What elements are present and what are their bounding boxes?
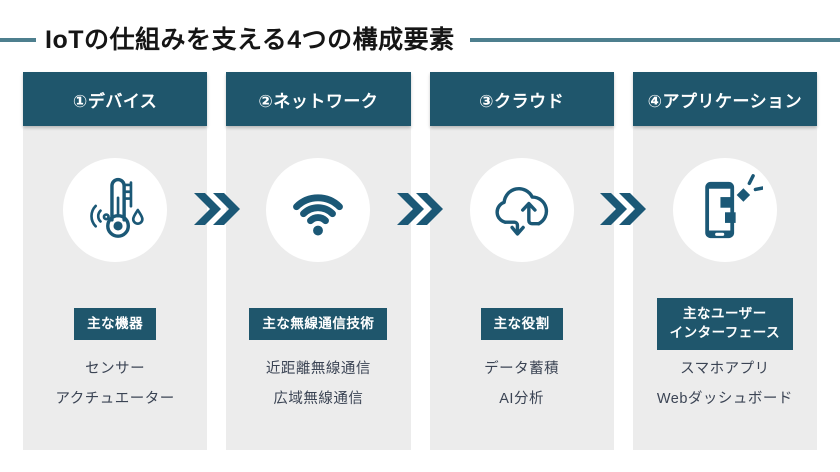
cloud-sync-icon — [495, 187, 548, 236]
badge-main-equipment: 主な機器 — [74, 307, 157, 341]
column-item: 近距離無線通信 — [265, 361, 371, 377]
column-item: AI分析 — [499, 391, 544, 407]
title-rule-right — [469, 38, 840, 42]
badge-wrap: 主な役割 — [430, 296, 614, 352]
title-row: IoTの仕組みを支える4つの構成要素 — [0, 22, 840, 58]
title-dash-left — [0, 38, 36, 42]
badge-main-role: 主な役割 — [480, 307, 563, 341]
badge-wrap: 主な機器 — [23, 296, 207, 352]
component-columns: ①デバイス 主な機器 センサー アクチュエーター ②ネットワーク — [23, 72, 817, 450]
page-title: IoTの仕組みを支える4つの構成要素 — [45, 26, 455, 54]
thermometer-sensor-icon — [90, 177, 144, 238]
badge-user-interface: 主なユーザー インターフェース — [656, 298, 794, 350]
icon-circle — [63, 158, 168, 262]
column-device: ①デバイス 主な機器 センサー アクチュエーター — [23, 72, 208, 450]
column-cloud: ③クラウド 主な役割 データ蓄積 AI分析 — [429, 72, 614, 450]
column-item: スマホアプリ — [680, 361, 770, 377]
badge-wrap: 主な無線通信技術 — [226, 296, 410, 352]
column-header-network: ②ネットワーク — [226, 72, 411, 126]
column-application: ④アプリケーション 主なユーザー インターフェース スマホアプリ Webダッシュ… — [632, 72, 817, 450]
wifi-icon — [293, 194, 344, 236]
column-items: センサー アクチュエーター — [23, 354, 207, 414]
column-items: スマホアプリ Webダッシュボード — [633, 354, 817, 414]
column-header-application: ④アプリケーション — [632, 72, 817, 126]
column-item: 広域無線通信 — [273, 391, 364, 407]
column-header-cloud: ③クラウド — [429, 72, 614, 126]
column-items: データ蓄積 AI分析 — [430, 354, 614, 414]
icon-circle — [672, 158, 777, 262]
column-item: データ蓄積 — [484, 361, 560, 377]
icon-circle — [266, 158, 371, 262]
smartphone-apps-icon — [705, 174, 763, 239]
double-chevron-icon — [194, 193, 240, 225]
icon-circle — [469, 158, 574, 262]
column-item: Webダッシュボード — [656, 391, 793, 407]
badge-wrap: 主なユーザー インターフェース — [633, 296, 817, 352]
badge-wireless-tech: 主な無線通信技術 — [249, 307, 388, 341]
column-items: 近距離無線通信 広域無線通信 — [226, 354, 410, 414]
column-network: ②ネットワーク 主な無線通信技術 近距離無線通信 広域無線通信 — [226, 72, 411, 450]
column-item: アクチュエーター — [55, 391, 175, 407]
column-header-device: ①デバイス — [23, 72, 208, 126]
double-chevron-icon — [397, 193, 443, 225]
column-item: センサー — [85, 361, 146, 377]
double-chevron-icon — [600, 193, 646, 225]
